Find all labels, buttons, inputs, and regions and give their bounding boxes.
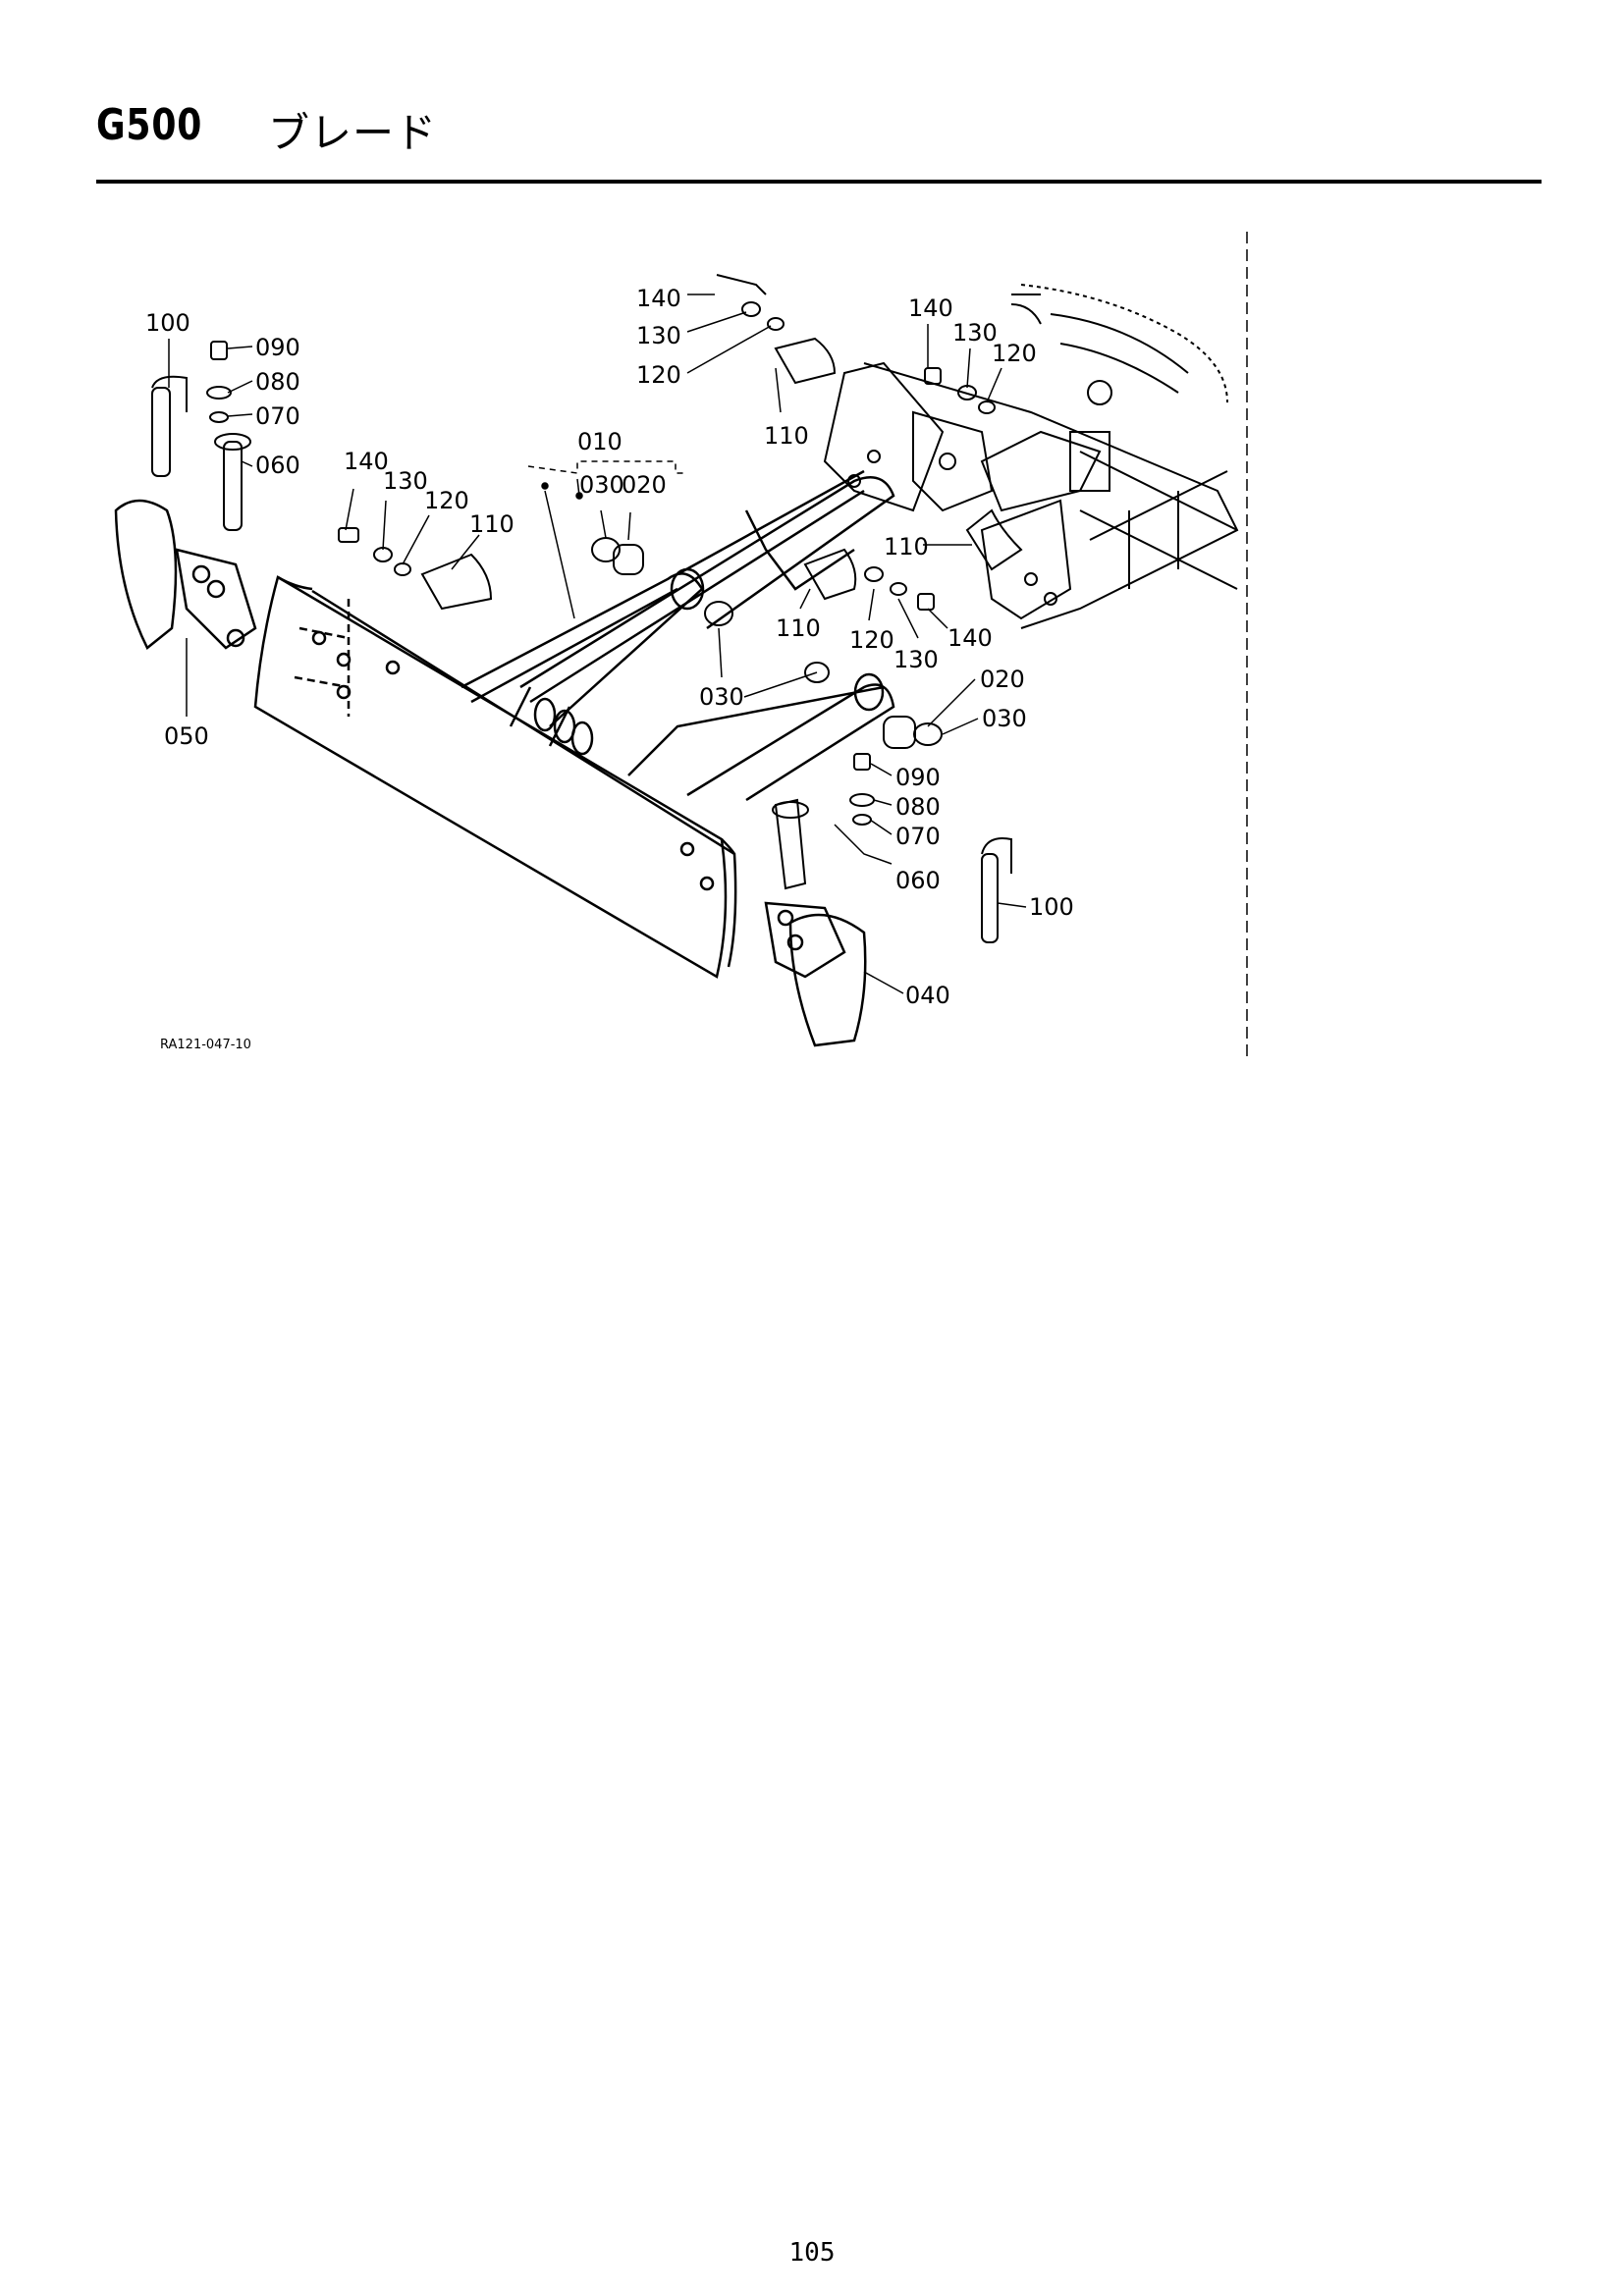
callout-130: 130	[636, 322, 681, 349]
callout-120: 120	[424, 487, 469, 514]
callout-040: 040	[905, 982, 950, 1009]
callout-030: 030	[982, 705, 1027, 732]
drawing-reference: RA121-047-10	[160, 1038, 251, 1052]
model-code: G500	[96, 100, 203, 150]
page-number: 105	[788, 2238, 836, 2268]
callout-110: 110	[776, 614, 821, 642]
callout-020: 020	[622, 471, 667, 499]
callout-020: 020	[980, 666, 1025, 693]
callout-140: 140	[908, 294, 953, 322]
callout-090: 090	[255, 334, 300, 361]
blade	[253, 575, 737, 979]
callout-030: 030	[699, 683, 744, 711]
callout-100: 100	[145, 309, 190, 337]
callout-110: 110	[469, 510, 514, 538]
frame-arms	[460, 469, 895, 802]
callout-100: 100	[1029, 893, 1074, 921]
callout-060: 060	[895, 867, 941, 894]
callout-120: 120	[992, 340, 1037, 367]
callout-120: 120	[849, 626, 894, 654]
callout-080: 080	[895, 793, 941, 821]
callout-110: 110	[884, 533, 929, 561]
callout-060: 060	[255, 452, 300, 479]
callout-110: 110	[764, 422, 809, 450]
callout-070: 070	[255, 402, 300, 430]
callout-labels: 100 090 080 070 060 050 140 130 120 110 …	[145, 285, 1074, 1052]
page-title: G500 ブレード	[96, 100, 436, 159]
callout-080: 080	[255, 368, 300, 396]
shoe-plates	[114, 499, 867, 1047]
callout-090: 090	[895, 764, 941, 791]
callout-010: 010	[577, 428, 623, 455]
leader-lines	[168, 294, 1027, 994]
callout-070: 070	[895, 823, 941, 850]
callout-130: 130	[383, 467, 428, 495]
parts-diagram: 100 090 080 070 060 050 140 130 120 110 …	[114, 232, 1248, 1060]
callout-120: 120	[636, 361, 681, 389]
callout-030: 030	[579, 471, 624, 499]
small-parts	[151, 274, 1023, 943]
header-rule	[96, 180, 1542, 184]
callout-140: 140	[947, 624, 993, 652]
callout-140: 140	[636, 285, 681, 312]
callout-140: 140	[344, 448, 389, 475]
section-name: ブレード	[268, 109, 438, 157]
callout-130: 130	[893, 646, 939, 673]
tractor-chassis	[823, 284, 1239, 629]
callout-050: 050	[164, 722, 209, 750]
callout-130: 130	[952, 319, 998, 347]
